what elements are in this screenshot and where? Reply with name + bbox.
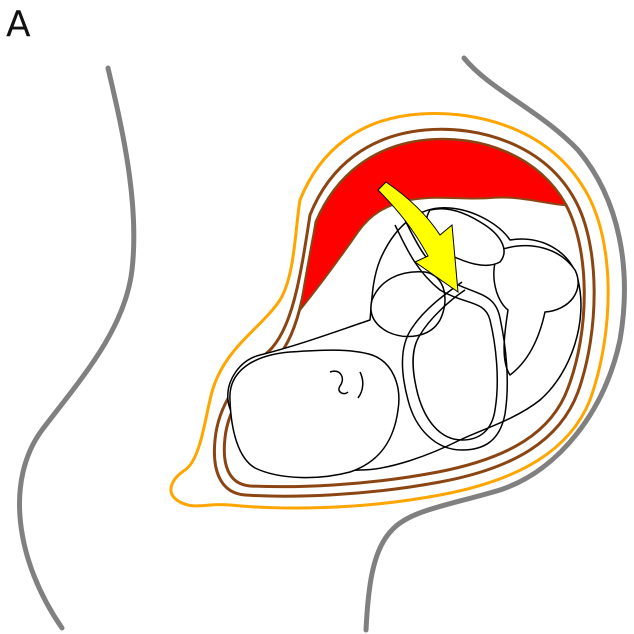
fetal-head <box>230 350 399 477</box>
back-contour <box>20 68 134 628</box>
